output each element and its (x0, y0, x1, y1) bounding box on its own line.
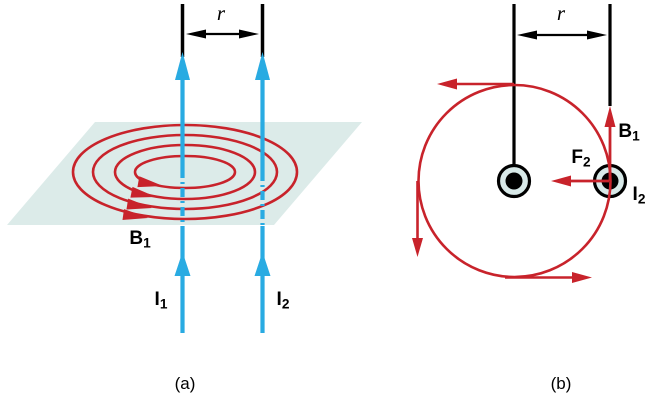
field-loop-3 (91, 133, 279, 211)
i1-label-base: I (154, 289, 160, 310)
caption-b: (b) (550, 374, 572, 393)
b1-label-b-base: B (618, 121, 633, 142)
wire1-top-arrowhead (175, 52, 190, 80)
wire1-mid-arrowhead (174, 252, 191, 276)
i1-label: I1 (155, 290, 168, 311)
f2-label-base: F (571, 147, 583, 168)
i2-label-b: I2 (633, 185, 646, 206)
field-arrow-left-head (412, 238, 423, 257)
b1-label-b: B1 (618, 122, 639, 143)
caption-a: (a) (174, 374, 196, 393)
i1-label-sub: 1 (159, 296, 168, 312)
separation-arrow-a-left-head (186, 29, 206, 39)
separation-arrow-b-right-head (587, 30, 607, 40)
b1-label-a-base: B (129, 228, 144, 249)
i2-label-b-sub: 2 (637, 191, 646, 207)
field-loop-arrow-2 (130, 186, 156, 198)
f2-label-sub: 2 (583, 154, 591, 170)
field-loop-2 (113, 143, 257, 201)
wire2-top-arrowhead (255, 52, 270, 80)
f2-force-arrow-head (551, 175, 571, 187)
field-arrow-top-head (437, 78, 457, 90)
separation-label-a: r (217, 3, 225, 24)
field-loop-outer (71, 123, 299, 221)
separation-label-b: r (557, 3, 565, 24)
i2-label-a: I2 (277, 290, 290, 311)
b1-label-b-sub: 1 (632, 128, 640, 144)
wire2-mid-arrowhead (254, 252, 271, 276)
panel-b-drawing (412, 4, 628, 283)
separation-arrow-a-right-head (239, 29, 259, 39)
wire1-cross-section-dot (505, 172, 523, 190)
b1-label-a: B1 (129, 229, 150, 250)
field-loop-arrow-3 (126, 198, 152, 210)
i2-label-b-base: I (632, 184, 638, 205)
f2-label: F2 (571, 148, 590, 169)
separation-arrow-b-left-head (517, 30, 537, 40)
field-loop-inner (133, 154, 237, 190)
field-arrow-bottom-head (572, 272, 592, 283)
b1-label-a-sub: 1 (143, 235, 151, 251)
panel-a-drawing (7, 4, 362, 333)
b1-field-arrow-head (604, 106, 616, 127)
separation-label-b-text: r (556, 1, 566, 25)
i2-label-a-base: I (276, 289, 282, 310)
field-loop-arrow-4 (122, 209, 148, 220)
separation-label-a-text: r (216, 1, 226, 25)
i2-label-a-sub: 2 (281, 296, 290, 312)
field-loop-arrow-1 (137, 176, 163, 188)
